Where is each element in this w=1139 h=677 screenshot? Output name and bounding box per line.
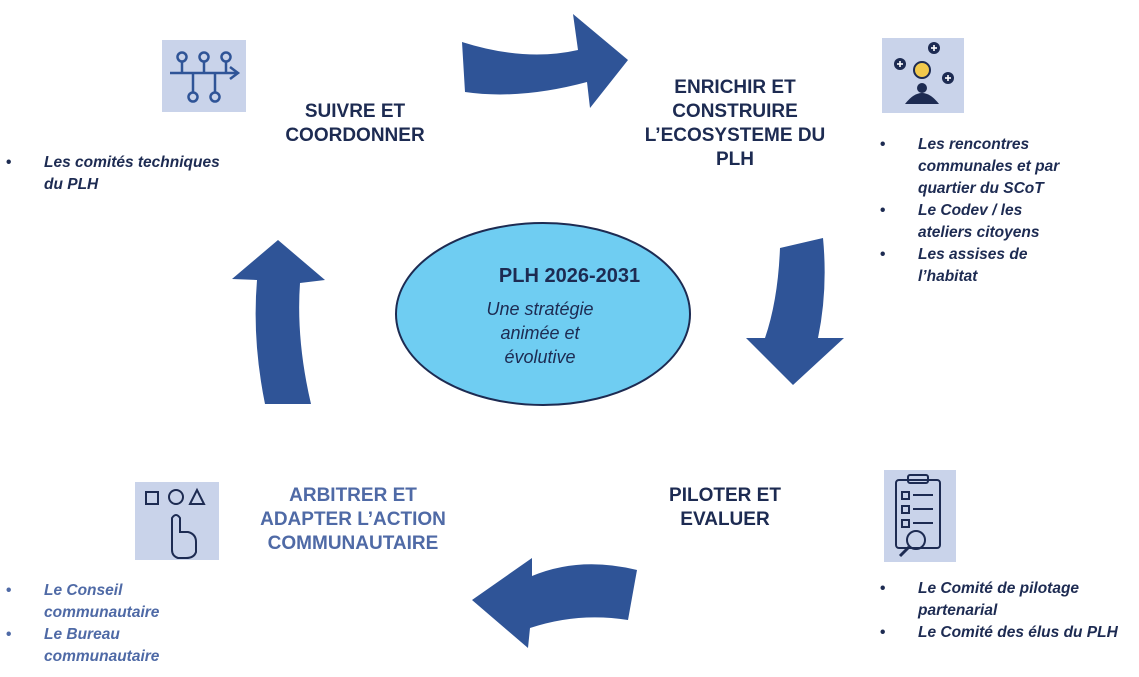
shapes-hand-icon <box>135 482 219 560</box>
arrow-right <box>746 238 844 385</box>
arrow-left <box>232 240 325 404</box>
list-item: Les assises de l’habitat <box>880 244 1080 288</box>
list-enrichir: Les rencontres communales et par quartie… <box>880 134 1080 288</box>
stage-title-piloter: PILOTER ET EVALUER <box>669 485 781 530</box>
list-item: Le Comité de pilotage partenarial <box>880 578 1136 622</box>
timeline-icon <box>162 40 246 112</box>
list-suivre: Les comités techniques du PLH <box>6 152 236 196</box>
list-item: Le Conseil communautaire <box>6 580 206 624</box>
list-piloter: Le Comité de pilotage partenarial Le Com… <box>880 578 1136 644</box>
list-arbitrer: Le Conseil communautaire Le Bureau commu… <box>6 580 206 668</box>
center-ellipse <box>395 222 691 406</box>
center-title: PLH 2026-2031 <box>498 265 641 287</box>
list-item: Le Bureau communautaire <box>6 624 206 668</box>
list-item: Les comités techniques du PLH <box>6 152 236 196</box>
stage-title-suivre: SUIVRE ET COORDONNER <box>285 101 425 146</box>
list-item: Le Codev / les ateliers citoyens <box>880 200 1080 244</box>
ideas-person-icon <box>882 38 964 113</box>
checklist-magnifier-icon <box>884 470 956 562</box>
arrow-top <box>462 14 628 108</box>
arrow-bottom <box>472 558 637 648</box>
list-item: Le Comité des élus du PLH <box>880 622 1136 644</box>
stage-title-enrichir: ENRICHIR ET CONSTRUIRE L’ECOSYSTEME DU P… <box>644 77 826 170</box>
stage-title-arbitrer: ARBITRER ET ADAPTER L’ACTION COMMUNAUTAI… <box>260 485 446 554</box>
list-item: Les rencontres communales et par quartie… <box>880 134 1080 200</box>
center-title-wrap: PLH 2026-2031 <box>0 265 1139 288</box>
center-subtitle: Une stratégie animée et évolutive <box>486 299 594 367</box>
